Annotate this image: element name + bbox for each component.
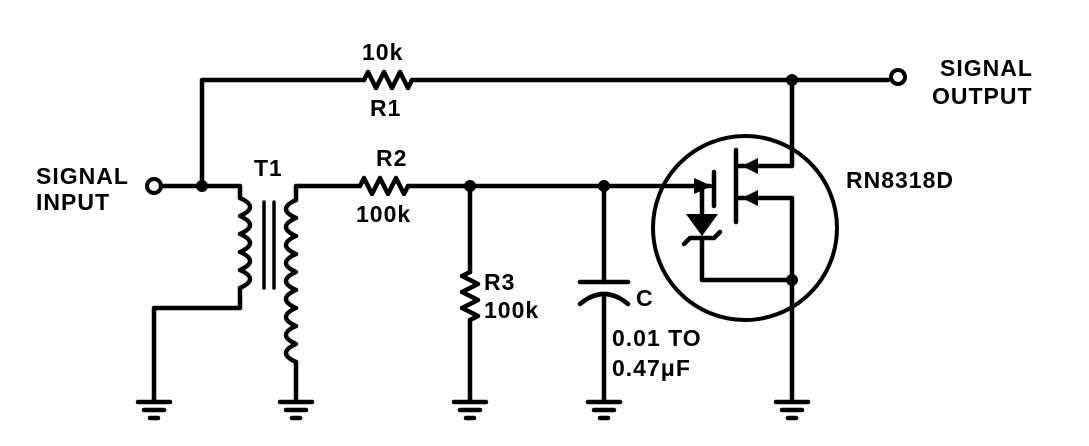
device-label: RN8318D bbox=[846, 167, 954, 193]
signal-output-label-line2: OUTPUT bbox=[932, 83, 1033, 109]
resistor-r2 bbox=[357, 175, 411, 197]
ground-symbol-1 bbox=[135, 399, 173, 421]
transformer-t1 bbox=[151, 183, 303, 403]
r3-value-label: 100k bbox=[484, 297, 539, 323]
c-value-label-line1: 0.01 TO bbox=[612, 325, 702, 351]
ground-symbol-3 bbox=[451, 399, 489, 421]
signal-output-terminal[interactable] bbox=[889, 68, 907, 86]
junction-input bbox=[196, 180, 208, 192]
junction-drain bbox=[786, 74, 798, 86]
top-wire bbox=[199, 77, 891, 189]
r1-value-label: 10k bbox=[362, 39, 403, 65]
ground-symbol-4 bbox=[585, 399, 623, 421]
signal-output-label-line1: SIGNAL bbox=[940, 55, 1033, 81]
r1-name-label: R1 bbox=[370, 95, 401, 121]
r2-name-label: R2 bbox=[376, 145, 407, 171]
signal-input-label-line1: SIGNAL bbox=[36, 163, 129, 189]
r3-name-label: R3 bbox=[484, 269, 515, 295]
mosfet-rn8318d bbox=[651, 77, 839, 403]
c-value-label-line2: 0.47μF bbox=[612, 355, 691, 381]
resistor-r1 bbox=[361, 69, 415, 91]
c-name-label: C bbox=[636, 285, 654, 311]
t1-label: T1 bbox=[254, 155, 283, 181]
junction-source bbox=[786, 274, 798, 286]
signal-input-label-line2: INPUT bbox=[36, 189, 110, 215]
mosfet-envelope bbox=[651, 134, 839, 322]
input-wire bbox=[158, 183, 243, 201]
ground-symbol-5 bbox=[773, 399, 811, 421]
ground-symbol-2 bbox=[277, 399, 315, 421]
r2-value-label: 100k bbox=[356, 201, 411, 227]
resistor-r3 bbox=[459, 269, 481, 323]
capacitor-c bbox=[577, 183, 631, 403]
